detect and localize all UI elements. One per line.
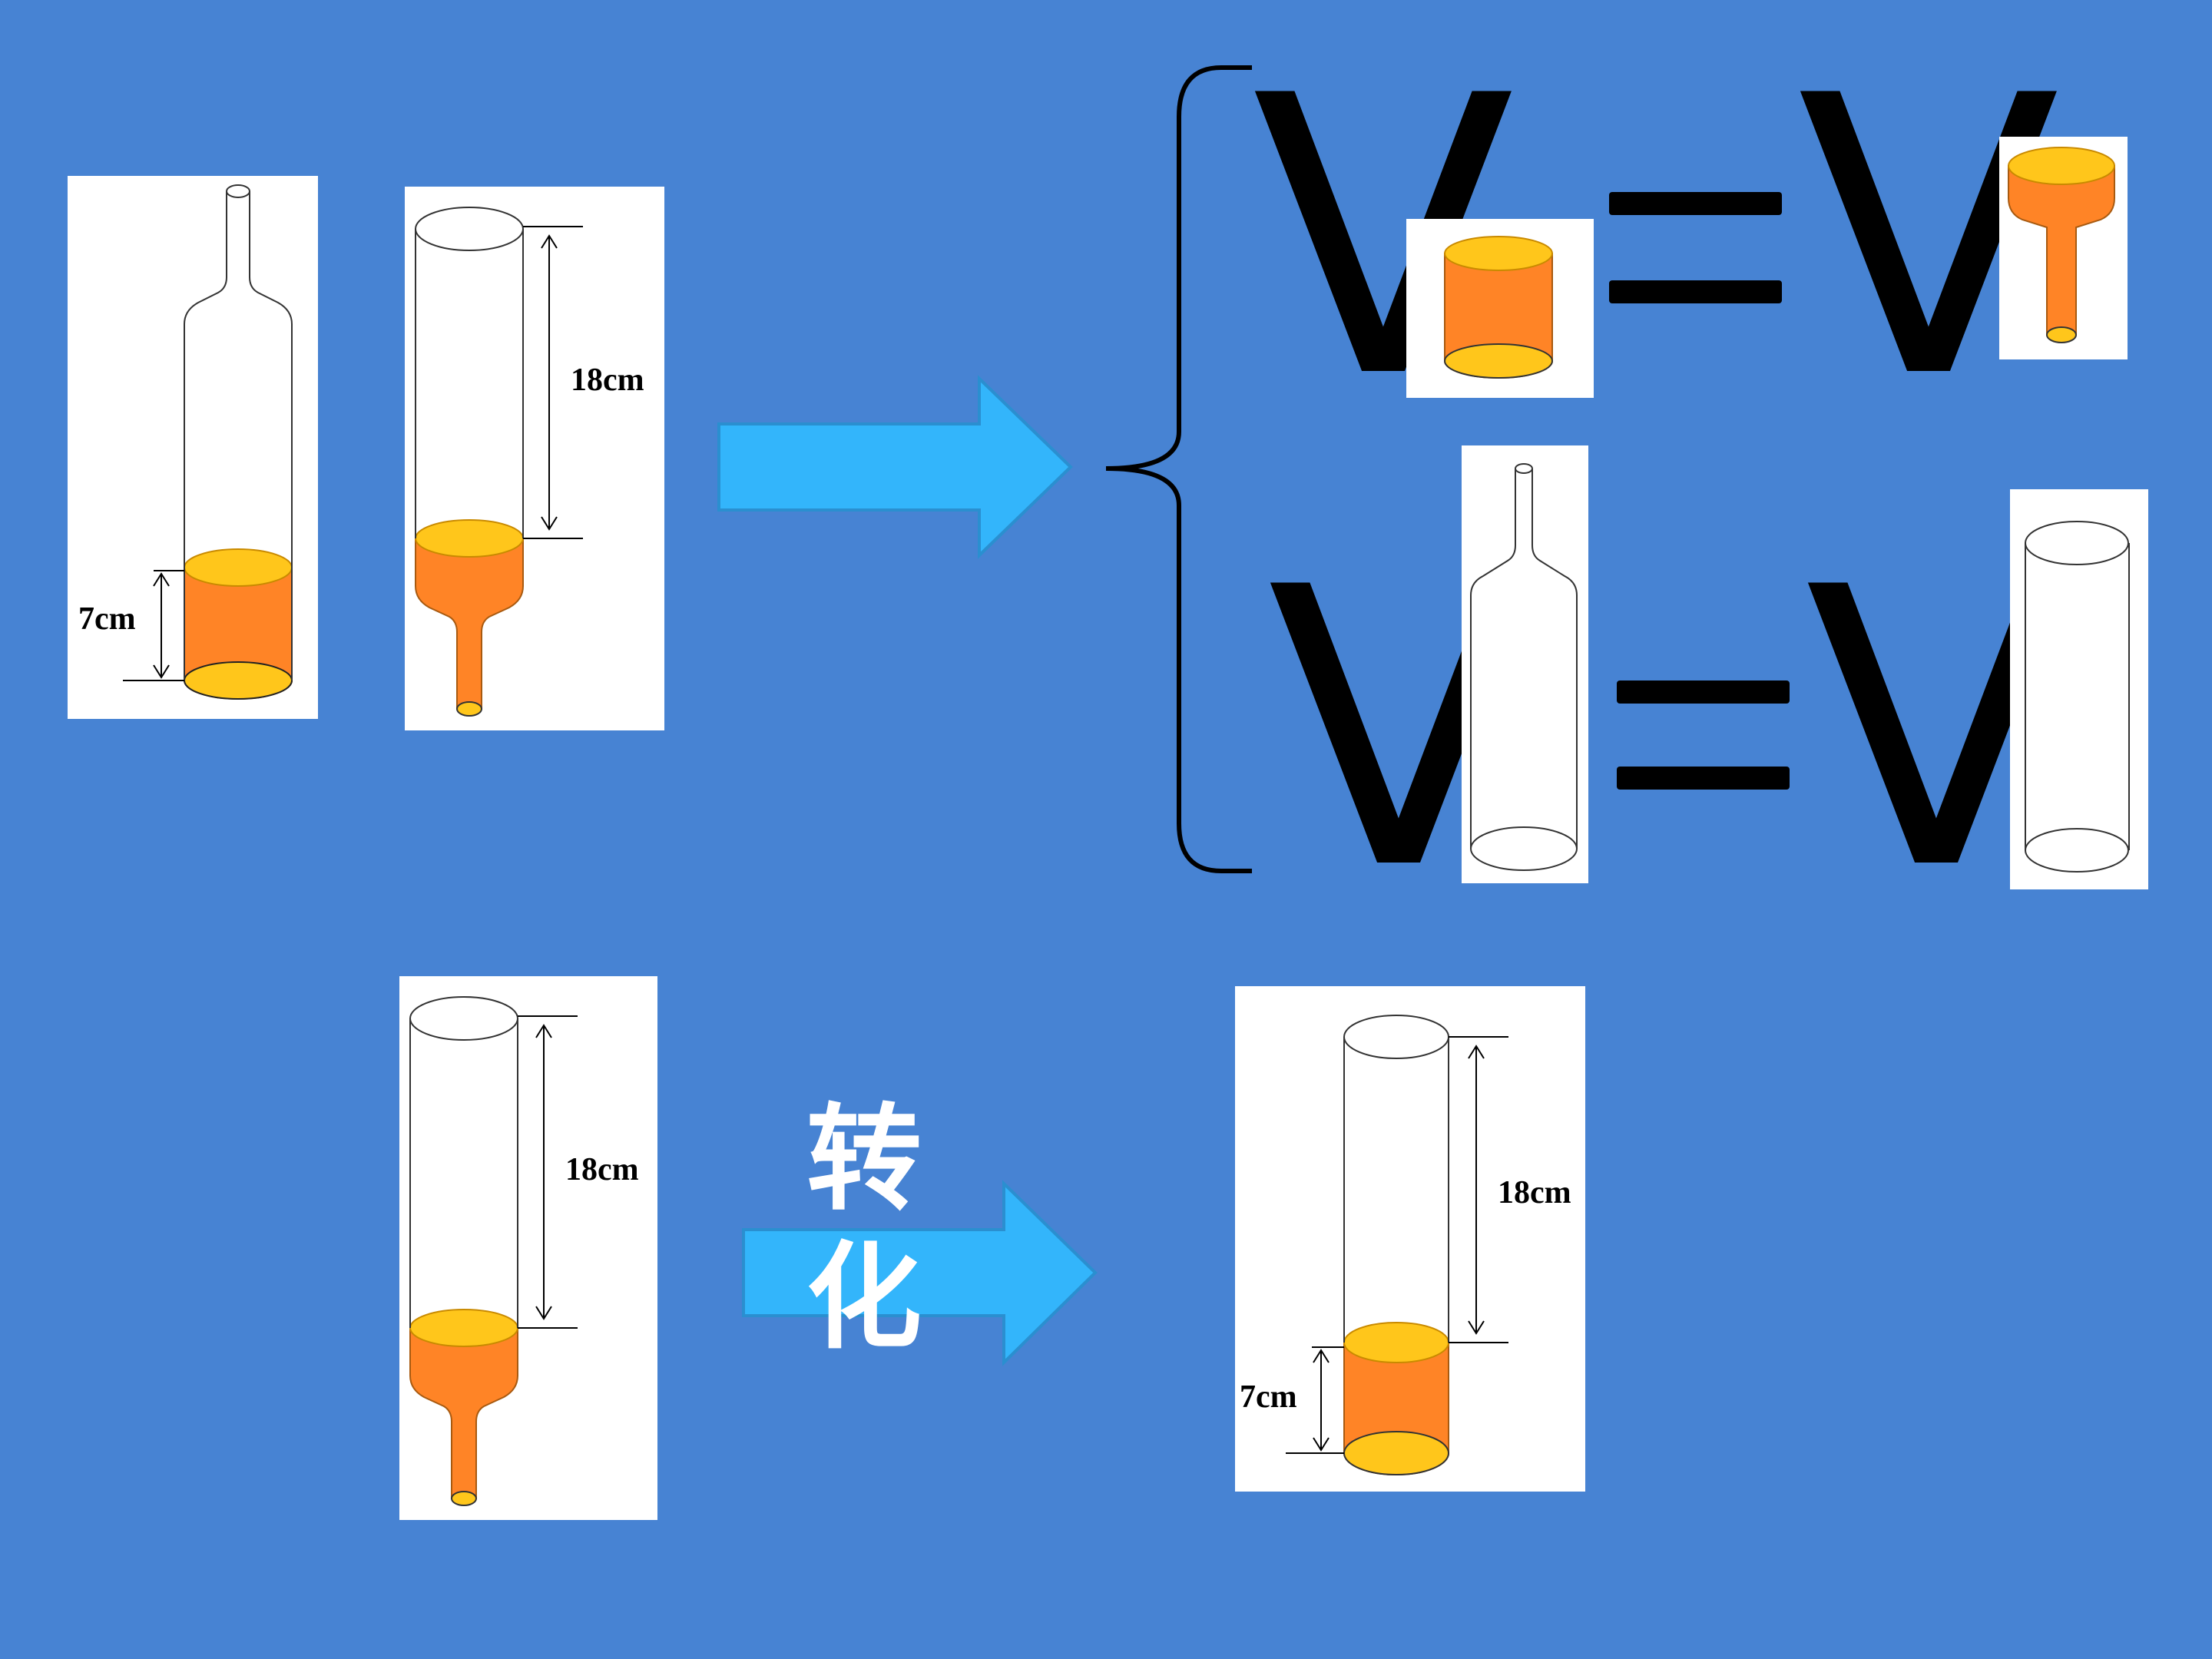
equals-top-1 (1609, 192, 1782, 215)
icon-empty-cylinder (2010, 489, 2148, 889)
height-label-7cm: 7cm (78, 601, 136, 637)
bottle-cap (456, 701, 482, 717)
bottle-outline (184, 191, 293, 680)
bottle-base (184, 661, 293, 700)
height-label-7cm-result: 7cm (1240, 1379, 1297, 1415)
bottle-bottom (415, 207, 524, 251)
bottle-mouth (226, 184, 250, 198)
equals-bottom-2 (1617, 767, 1790, 790)
icon-liquid-inverted-neck (1999, 137, 2128, 359)
curly-brace (1098, 63, 1252, 876)
liquid-body (415, 538, 524, 710)
icon-empty-bottle (1462, 445, 1588, 883)
bottle-inverted-drawing-bottom: 18cm (409, 996, 639, 1506)
liquid-top (415, 519, 524, 558)
equals-bottom-1 (1609, 280, 1782, 303)
icon-liquid-cylinder (1406, 219, 1594, 398)
cylinder-result-drawing: 18cm 7cm (1240, 1015, 1571, 1475)
height-label-18cm: 18cm (571, 363, 644, 398)
height-label-18cm-result: 18cm (1498, 1175, 1571, 1210)
bottle-inverted-drawing: 18cm (415, 207, 644, 717)
right-arrow-bottom (739, 1179, 1100, 1367)
transform-char-1: 转 (806, 1093, 922, 1227)
cylinder-result-card: 18cm 7cm (1235, 986, 1585, 1492)
equals-top-2 (1617, 680, 1790, 704)
bottle-inverted-card-bottom: 18cm (399, 976, 657, 1520)
bottle-upright-drawing: 7cm (78, 184, 293, 700)
transform-char-2: 化 (806, 1231, 922, 1365)
height-label-18cm-bottom: 18cm (565, 1152, 639, 1187)
liquid-top (184, 548, 293, 587)
bottle-upright-card: 7cm (68, 176, 318, 719)
bottle-inverted-card: 18cm (405, 187, 664, 730)
right-arrow-top (714, 374, 1075, 560)
transform-label: 转 化 (803, 1091, 926, 1367)
